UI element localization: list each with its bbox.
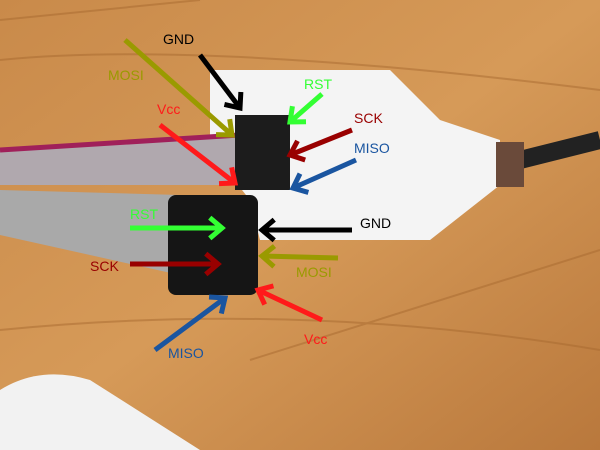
usb-cable [517, 131, 600, 169]
ribbon-cable-edge [0, 132, 241, 153]
bottom-connector-sck-label: SCK [90, 258, 119, 274]
top-connector-vcc-arrow [158, 123, 239, 187]
top-connector-rst-arrow [287, 92, 324, 125]
top-connector-sck-label: SCK [354, 110, 383, 126]
top-connector-vcc-label: Vcc [157, 101, 180, 117]
top-connector-gnd-arrow [198, 53, 244, 112]
bottom-connector-sck-arrow [130, 251, 222, 277]
bottom-connector-rst-label: RST [130, 206, 158, 222]
ribbon-cable-bottom [0, 190, 180, 275]
programmer-board [210, 70, 500, 240]
wood-grain [0, 0, 600, 361]
top-connector-mosi-arrow [123, 38, 235, 138]
white-object [0, 374, 200, 450]
top-connector-sck-arrow [286, 127, 353, 163]
bottom-connector-mosi-label: MOSI [296, 264, 332, 280]
bottom-connector-vcc-label: Vcc [304, 331, 327, 347]
bottom-connector-miso-label: MISO [168, 345, 204, 361]
top-connector-miso-arrow [289, 157, 358, 195]
bottom-connector-gnd-label: GND [360, 215, 391, 231]
bottom-connector-rst-arrow [130, 215, 226, 241]
bottom-connector-miso-arrow [153, 294, 229, 353]
bottom-connector-vcc-arrow [254, 283, 324, 323]
top-connector [235, 115, 290, 190]
top-connector-miso-label: MISO [354, 140, 390, 156]
bottom-connector [168, 195, 258, 295]
top-connector-mosi-label: MOSI [108, 67, 144, 83]
bottom-connector-gnd-arrow [258, 217, 352, 243]
usb-plug [496, 142, 524, 187]
top-connector-rst-label: RST [304, 76, 332, 92]
bottom-connector-mosi-arrow [258, 244, 339, 269]
top-connector-gnd-label: GND [163, 31, 194, 47]
